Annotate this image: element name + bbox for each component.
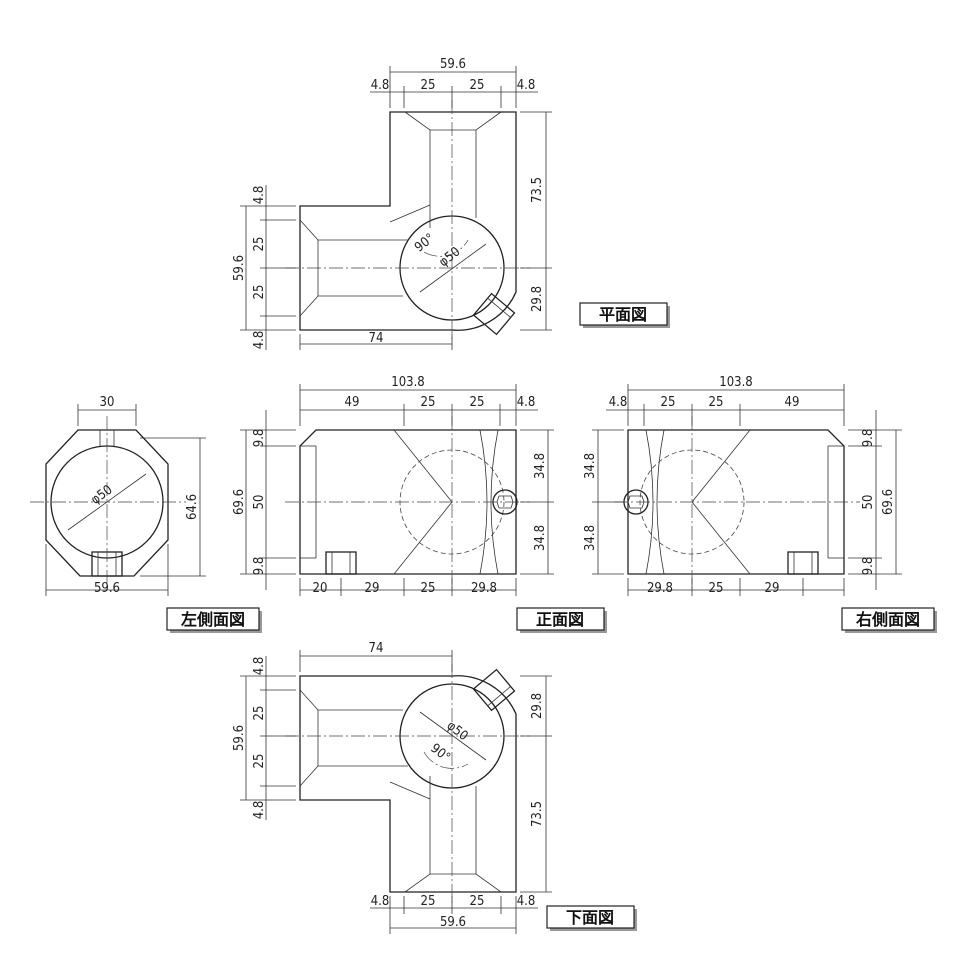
bottom-view-label: 下面図 (546, 905, 637, 931)
bottom-dim-diameter: φ50 (444, 718, 471, 744)
front-dim-half-left: 25 (421, 395, 436, 410)
top-dim-wall-lower: 4.8 (252, 331, 267, 350)
front-dim-overall-length: 103.8 (391, 375, 424, 390)
bottom-view: 74 4.8 25 25 4.8 59.6 29.8 73.5 4.8 25 2… (232, 641, 552, 934)
top-dim-length: 73.5 (530, 177, 545, 203)
right-dim-half: 25 (709, 581, 724, 596)
bottom-dim-wall-left: 4.8 (371, 894, 390, 909)
front-dim-overall-height: 69.6 (232, 489, 247, 515)
top-view-title: 平面図 (599, 305, 647, 324)
right-view-label: 右側面図 (841, 607, 937, 633)
right-view: 103.8 4.8 25 25 49 34.8 34.8 9.8 50 9.8 … (583, 375, 902, 596)
top-dim-half-right: 25 (470, 78, 485, 93)
bottom-dim-half-right: 25 (470, 894, 485, 909)
front-view-title: 正面図 (536, 610, 584, 629)
bottom-dim-overall-width: 59.6 (440, 915, 466, 930)
right-dim-half-right: 25 (709, 395, 724, 410)
bottom-dim-overall-height: 59.6 (232, 725, 247, 751)
right-dim-chamfer-top: 9.8 (861, 429, 876, 448)
right-dim-arm: 49 (785, 395, 800, 410)
right-dim-arm-rest: 29 (765, 581, 780, 596)
bottom-dim-wall-lower: 4.8 (252, 801, 267, 820)
bottom-dim-arm-length: 74 (369, 641, 384, 656)
left-view-label: 左側面図 (166, 607, 262, 633)
top-view-label: 平面図 (579, 302, 670, 328)
front-dim-chamfer-top: 9.8 (252, 429, 267, 448)
top-dim-half-upper: 25 (252, 237, 267, 252)
right-dim-chamfer-bottom: 9.8 (861, 557, 876, 576)
left-dim-height: 64.6 (185, 494, 200, 520)
right-view-title: 右側面図 (856, 610, 920, 629)
top-dim-diameter: φ50 (436, 244, 463, 270)
right-dim-wall: 4.8 (609, 395, 628, 410)
left-view: 30 64.6 59.6 φ50 (30, 395, 206, 596)
right-dim-lower-half: 34.8 (583, 525, 598, 551)
left-dim-width: 59.6 (94, 581, 120, 596)
bottom-dim-half-upper: 25 (252, 706, 267, 721)
front-dim-offset: 29.8 (471, 581, 497, 596)
top-dim-wall-left: 4.8 (371, 78, 390, 93)
top-dim-wall-upper: 4.8 (252, 186, 267, 205)
front-view: 103.8 49 25 25 4.8 9.8 50 9.8 69.6 34.8 … (232, 375, 554, 596)
front-dim-screw-pos: 20 (313, 581, 328, 596)
right-dim-offset: 29.8 (647, 581, 673, 596)
front-dim-arm: 49 (345, 395, 360, 410)
top-dim-arm-length: 74 (369, 331, 384, 346)
top-dim-wall-right: 4.8 (517, 78, 536, 93)
front-dim-arm-rest: 29 (365, 581, 380, 596)
bottom-dim-angle: 90° (427, 741, 453, 766)
front-dim-upper-half: 34.8 (533, 453, 548, 479)
bottom-dim-half-left: 25 (421, 894, 436, 909)
right-dim-upper-half: 34.8 (583, 453, 598, 479)
front-dim-bore: 50 (252, 495, 267, 510)
left-dim-flat-width: 30 (100, 395, 115, 410)
top-dim-overall-height: 59.6 (232, 255, 247, 281)
bottom-dim-half-lower: 25 (252, 754, 267, 769)
bottom-dim-wall-right: 4.8 (517, 894, 536, 909)
bottom-dim-wall-upper: 4.8 (252, 657, 267, 676)
bottom-dim-offset: 29.8 (530, 693, 545, 719)
left-view-title: 左側面図 (180, 610, 245, 629)
top-dim-overall-width: 59.6 (440, 57, 466, 72)
front-dim-half-right: 25 (470, 395, 485, 410)
bottom-view-title: 下面図 (566, 908, 614, 927)
bottom-dim-length: 73.5 (530, 801, 545, 827)
right-dim-bore: 50 (861, 495, 876, 510)
front-dim-wall: 4.8 (517, 395, 536, 410)
right-dim-overall-height: 69.6 (881, 489, 896, 515)
right-dim-half-left: 25 (661, 395, 676, 410)
top-dim-angle: 90° (412, 231, 438, 256)
right-dim-overall-length: 103.8 (719, 375, 752, 390)
top-dim-half-left: 25 (421, 78, 436, 93)
front-view-label: 正面図 (516, 607, 607, 633)
front-dim-half: 25 (421, 581, 436, 596)
top-dim-half-lower: 25 (252, 285, 267, 300)
front-dim-chamfer-bottom: 9.8 (252, 557, 267, 576)
left-dim-diameter: φ50 (88, 482, 115, 507)
top-view: 59.6 4.8 25 25 4.8 73.5 29.8 4.8 25 25 4… (232, 57, 552, 350)
front-dim-lower-half: 34.8 (533, 525, 548, 551)
top-dim-offset: 29.8 (530, 286, 545, 312)
